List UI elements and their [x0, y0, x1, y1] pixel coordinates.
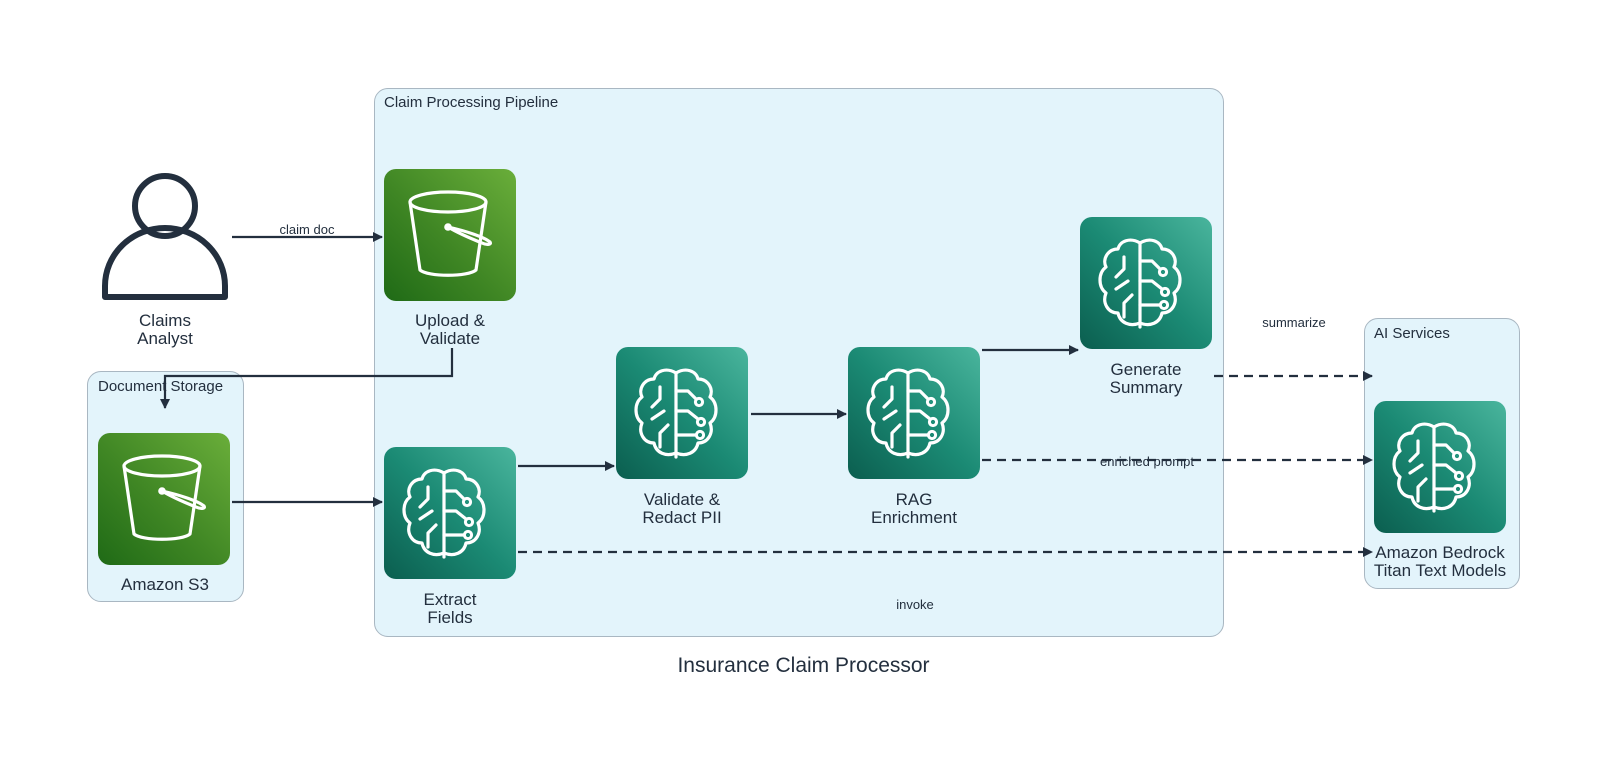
ai-services-cluster-label: AI Services	[1374, 325, 1450, 342]
node-label-validate-redact-pii: Validate & Redact PII	[642, 490, 722, 527]
node-label-upload-validate: Upload & Validate	[415, 311, 485, 348]
edge-label-summarize: summarize	[1262, 315, 1326, 330]
brain-circuit-icon	[1098, 238, 1182, 329]
node-label-generate-summary: Generate Summary	[1109, 360, 1183, 397]
edge-label-enriched-prompt: enriched prompt	[1100, 454, 1194, 469]
node-label-extract-fields: Extract Fields	[423, 590, 477, 627]
node-label-rag-enrichment: RAG Enrichment	[871, 490, 957, 527]
brain-circuit-icon	[402, 468, 486, 559]
validate-redact-pii-node	[616, 347, 748, 479]
user-icon	[99, 170, 231, 302]
diagram-title: Insurance Claim Processor	[677, 654, 930, 677]
edge-upload-s3	[160, 348, 454, 409]
amazon-s3-node	[98, 433, 230, 565]
brain-circuit-icon	[1392, 422, 1476, 513]
node-label-amazon-s3: Amazon S3	[121, 575, 209, 594]
pipeline-cluster-label: Claim Processing Pipeline	[384, 94, 559, 111]
upload-validate-node	[384, 169, 516, 301]
node-label-claims-analyst: Claims Analyst	[137, 311, 193, 348]
brain-circuit-icon	[634, 368, 718, 459]
rag-enrichment-node	[848, 347, 980, 479]
amazon-bedrock-node	[1374, 401, 1506, 533]
brain-circuit-icon	[866, 368, 950, 459]
edge-label-claim-doc: claim doc	[279, 222, 335, 237]
bucket-icon	[408, 190, 492, 277]
edge-label-invoke: invoke	[896, 597, 934, 612]
storage-cluster-label: Document Storage	[98, 378, 224, 395]
extract-fields-node	[384, 447, 516, 579]
node-label-amazon-bedrock: Amazon Bedrock Titan Text Models	[1373, 543, 1507, 580]
generate-summary-node	[1080, 217, 1212, 349]
bucket-icon	[122, 454, 206, 541]
